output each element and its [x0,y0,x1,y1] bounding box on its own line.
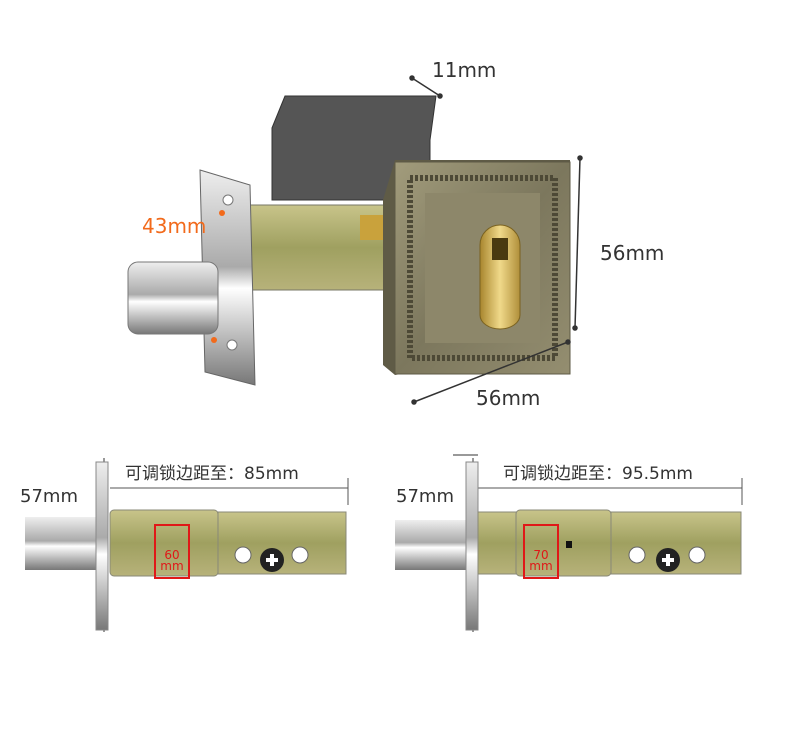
height-label: 56mm [600,241,665,265]
dimension-lines [409,75,583,405]
lock-cylinder [479,224,521,330]
hole-markers [211,210,225,343]
depth-label: 11mm [432,58,497,82]
hole-spacing-label: 43mm [142,214,207,238]
size-marker-box [154,524,190,579]
bolt [127,261,219,335]
latch-95-5 [395,454,743,632]
screw-hole [226,339,238,351]
size-marker-box [523,524,559,579]
width-label: 56mm [476,386,541,410]
latch-85 [25,458,349,632]
face-height-label: 57mm [20,486,78,507]
screw-hole [222,194,234,206]
backset-caption: 可调锁边距至：95.5mm [503,464,693,484]
decorative-border [407,175,558,361]
backset-caption: 可调锁边距至：85mm [125,464,299,484]
deadbolt-assembly [127,95,571,386]
face-height-label: 57mm [396,486,454,507]
keyway [492,238,508,260]
